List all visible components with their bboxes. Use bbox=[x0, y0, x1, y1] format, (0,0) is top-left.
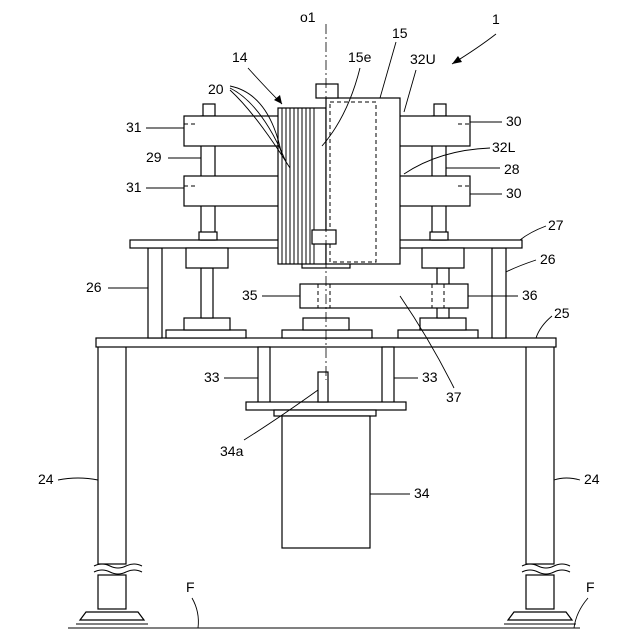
label-stand-right: 24 bbox=[584, 471, 600, 487]
shaft-collar bbox=[312, 230, 336, 244]
label-belt-36: 36 bbox=[522, 287, 538, 303]
stand-leg-left bbox=[76, 346, 148, 624]
lower-pad-left bbox=[166, 330, 246, 338]
label-plate-31-upper: 31 bbox=[126, 119, 142, 135]
label-post-28: 28 bbox=[504, 161, 520, 177]
motor-bracket-right bbox=[382, 347, 394, 403]
label-table-leg-right: 26 bbox=[540, 251, 556, 267]
lower-pad-right bbox=[398, 330, 478, 338]
label-rotor: 15 bbox=[392, 25, 408, 41]
label-table-top: 27 bbox=[548, 217, 564, 233]
label-coils: 20 bbox=[208, 81, 224, 97]
label-bracket-right: 33 bbox=[422, 369, 438, 385]
motor-flange bbox=[246, 402, 406, 410]
label-post-29: 29 bbox=[146, 149, 162, 165]
label-table-leg-left: 26 bbox=[86, 279, 102, 295]
motor-mount-plate bbox=[274, 410, 376, 416]
label-axis: o1 bbox=[300, 9, 316, 25]
label-plate-30-upper: 30 bbox=[506, 113, 522, 129]
label-assembly: 1 bbox=[492, 11, 500, 27]
nut-right bbox=[422, 248, 464, 268]
label-bracket-left: 33 bbox=[204, 369, 220, 385]
label-floor-left: F bbox=[186, 579, 195, 595]
label-plate-30-lower: 30 bbox=[506, 185, 522, 201]
label-belt-37: 37 bbox=[446, 389, 462, 405]
table-leg-left bbox=[148, 248, 162, 338]
post-cap-right bbox=[430, 232, 448, 240]
lower-pad-center bbox=[282, 330, 372, 338]
label-stator: 14 bbox=[232, 49, 248, 65]
motor-body bbox=[282, 416, 370, 548]
label-motor-shaft: 34a bbox=[220, 443, 244, 459]
label-belt-35: 35 bbox=[242, 287, 258, 303]
motor-bracket-left bbox=[258, 347, 270, 403]
label-upper-punch: 32U bbox=[410, 51, 436, 67]
motor-shaft bbox=[318, 372, 328, 402]
lower-block-right bbox=[420, 318, 466, 330]
shaft-top bbox=[316, 84, 338, 98]
label-rotor-end: 15e bbox=[348, 49, 372, 65]
label-plate-31-lower: 31 bbox=[126, 179, 142, 195]
nut-left bbox=[186, 248, 228, 268]
label-floor-right: F bbox=[586, 579, 595, 595]
screw-shaft-left-lower bbox=[201, 268, 213, 318]
post-top-right bbox=[434, 104, 446, 116]
belt-drive bbox=[300, 284, 468, 308]
label-stand-left: 24 bbox=[38, 471, 54, 487]
rotor bbox=[326, 98, 400, 264]
stand-leg-right bbox=[504, 346, 576, 624]
table-leg-right bbox=[492, 248, 506, 338]
label-motor: 34 bbox=[414, 485, 430, 501]
label-lower-punch: 32L bbox=[492, 139, 516, 155]
label-base-25: 25 bbox=[554, 305, 570, 321]
post-cap-left bbox=[199, 232, 217, 240]
lower-block-left bbox=[184, 318, 230, 330]
post-top-left bbox=[203, 104, 215, 116]
